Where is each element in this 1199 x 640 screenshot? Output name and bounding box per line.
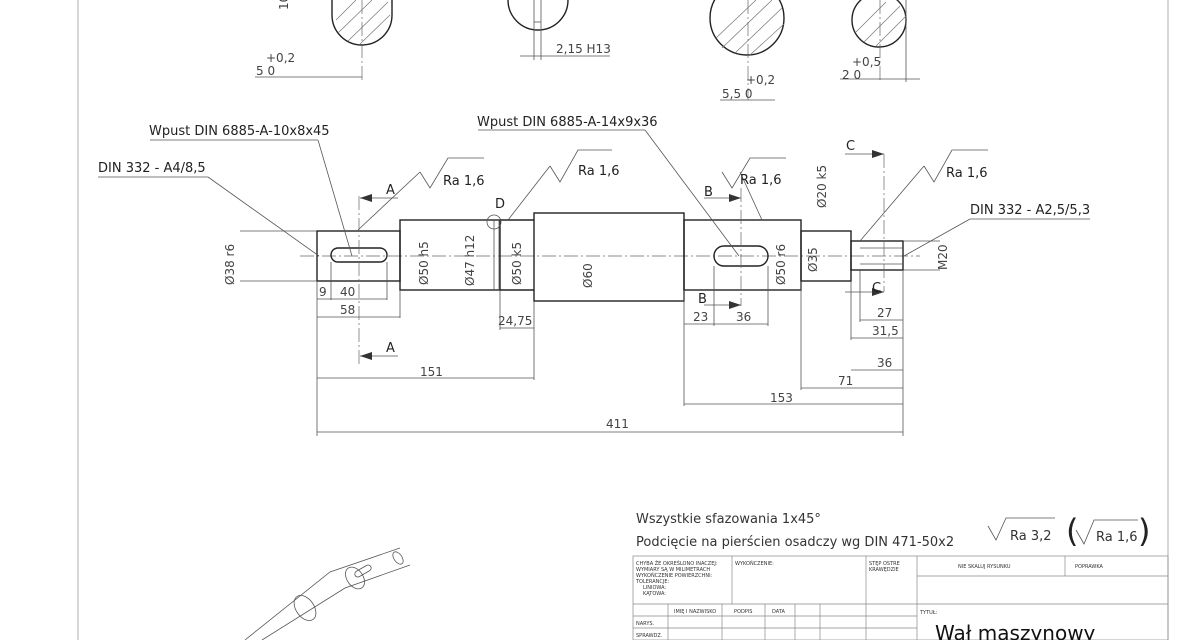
note-undercut: Podcięcie na pierścien osadczy wg DIN 47… [636, 535, 954, 550]
dim-base-a: 5 0 [256, 64, 275, 78]
dim-base-d: 2 0 [842, 68, 861, 82]
section-mark-c-bottom: C [872, 281, 881, 296]
callout-key-b: Wpust DIN 6885-A-14x9x36 [477, 115, 658, 130]
tol-note-2: WYKOŃCZENIE POWIERZCHNI: [636, 572, 713, 579]
callout-center-right: DIN 332 - A2,5/5,3 [970, 203, 1090, 218]
dim-m20: M20 [936, 244, 950, 270]
date-col: DATA [772, 609, 785, 615]
dim-24-75: 24,75 [498, 314, 532, 328]
tol-note-0: CHYBA ŻE OKREŚLONO INACZEJ: [636, 560, 718, 567]
dim-58: 58 [340, 303, 355, 317]
section-mark-b-top: B [704, 185, 713, 200]
sign-col: PODPIS [734, 609, 752, 615]
dim-411: 411 [606, 417, 629, 431]
dim-40: 40 [340, 285, 355, 299]
section-view-c: +0,2 5,5 0 [709, 0, 785, 101]
dim-tol-c: +0,2 [746, 73, 775, 87]
callout-center-left: DIN 332 - A4/8,5 [98, 161, 206, 176]
name-col: IMIĘ I NAZWISKO [674, 609, 716, 615]
ra-3: Ra 1,6 [740, 173, 782, 188]
general-notes: Wszystkie sfazowania 1x45° Podcięcie na … [636, 512, 1150, 550]
detail-mark-d: D [495, 197, 505, 212]
dim-d38: Ø38 r6 [223, 244, 237, 285]
title-label: TYTUŁ: [919, 610, 938, 616]
dim-36b: 36 [877, 356, 892, 370]
dim-d50b: Ø50 k5 [510, 242, 524, 285]
diameter-labels: Ø38 r6 Ø50 h5 Ø47 h12 Ø50 k5 Ø60 Ø50 r6 … [223, 165, 950, 288]
shaft-main-view [300, 154, 920, 364]
dim-d20: Ø20 k5 [815, 165, 829, 208]
section-mark-a-top: A [386, 183, 395, 198]
checked-label: SPRAWDZ. [636, 633, 663, 639]
roughness-symbols: Ra 1,6 Ra 1,6 Ra 1,6 Ra 1,6 [357, 149, 988, 242]
ra-2: Ra 1,6 [578, 164, 620, 179]
svg-text:(: ( [1066, 512, 1078, 550]
note-chamfers: Wszystkie sfazowania 1x45° [636, 512, 821, 527]
dim-31-5: 31,5 [872, 324, 899, 338]
length-dimensions: 9 40 58 24,75 23 36 27 31,5 36 71 151 15… [316, 262, 904, 436]
ra-general: Ra 3,2 [1010, 529, 1052, 544]
ra-4: Ra 1,6 [946, 166, 988, 181]
dim-153: 153 [770, 391, 793, 405]
section-mark-a-bottom: A [386, 341, 395, 356]
tol-note-3: TOLERANCJE: [635, 579, 669, 585]
dim-d50a: Ø50 h5 [417, 241, 431, 285]
ra-paren: Ra 1,6 [1096, 530, 1138, 545]
dim-27: 27 [877, 306, 892, 320]
dim-groove-width: 2,15 H13 [556, 42, 611, 56]
tol-note-4: LINIOWA: [643, 585, 666, 591]
dim-9: 9 [319, 285, 327, 299]
ra-1: Ra 1,6 [443, 174, 485, 189]
drawing-title: Wał maszynowy [935, 621, 1096, 640]
callout-key-a: Wpust DIN 6885-A-10x8x45 [149, 124, 330, 139]
dim-71: 71 [838, 374, 853, 388]
callouts: Wpust DIN 6885-A-10x8x45 DIN 332 - A4/8,… [98, 115, 1090, 257]
edges-label-1: KRAWĘDZIE [869, 567, 899, 573]
dim-d35: Ø35 [806, 247, 820, 272]
section-mark-c-top: C [846, 139, 855, 154]
finish-label: WYKOŃCZENIE: [735, 560, 774, 567]
dim-tol-a: +0,2 [266, 51, 295, 65]
dim-d50c: Ø50 r6 [774, 244, 788, 285]
isometric-view [244, 547, 411, 640]
tol-note-1: WYMIARY SĄ W MILIMETRACH [636, 567, 710, 573]
section-view-d: +0,5 2 0 [840, 0, 920, 82]
dim-36a: 36 [736, 310, 751, 324]
dim-tol-d: +0,5 [852, 55, 881, 69]
dim-d47: Ø47 h12 [463, 235, 477, 286]
dim-23: 23 [693, 310, 708, 324]
svg-text:): ) [1138, 512, 1150, 550]
edges-label-0: STĘP OSTRE [869, 561, 900, 567]
drawn-label: NARYS. [636, 621, 655, 627]
section-mark-b-bottom: B [698, 292, 707, 307]
dim-151: 151 [420, 365, 443, 379]
section-view-b: 2,15 H13 [507, 0, 611, 60]
revision-label: POPRAWKA [1075, 564, 1104, 570]
dim-base-c: 5,5 0 [722, 87, 753, 101]
section-view-a: 10 +0,2 5 0 [255, 0, 393, 80]
no-scale-label: NIE SKALUJ RYSUNKU [958, 564, 1011, 570]
section-arrows: A A B B C C D [360, 139, 884, 360]
title-block: CHYBA ŻE OKREŚLONO INACZEJ: WYMIARY SĄ W… [632, 555, 1169, 640]
dim-d60: Ø60 [581, 263, 595, 288]
dim-keyway-depth: 10 [277, 0, 291, 10]
tol-note-5: KĄTOWA: [643, 591, 666, 597]
